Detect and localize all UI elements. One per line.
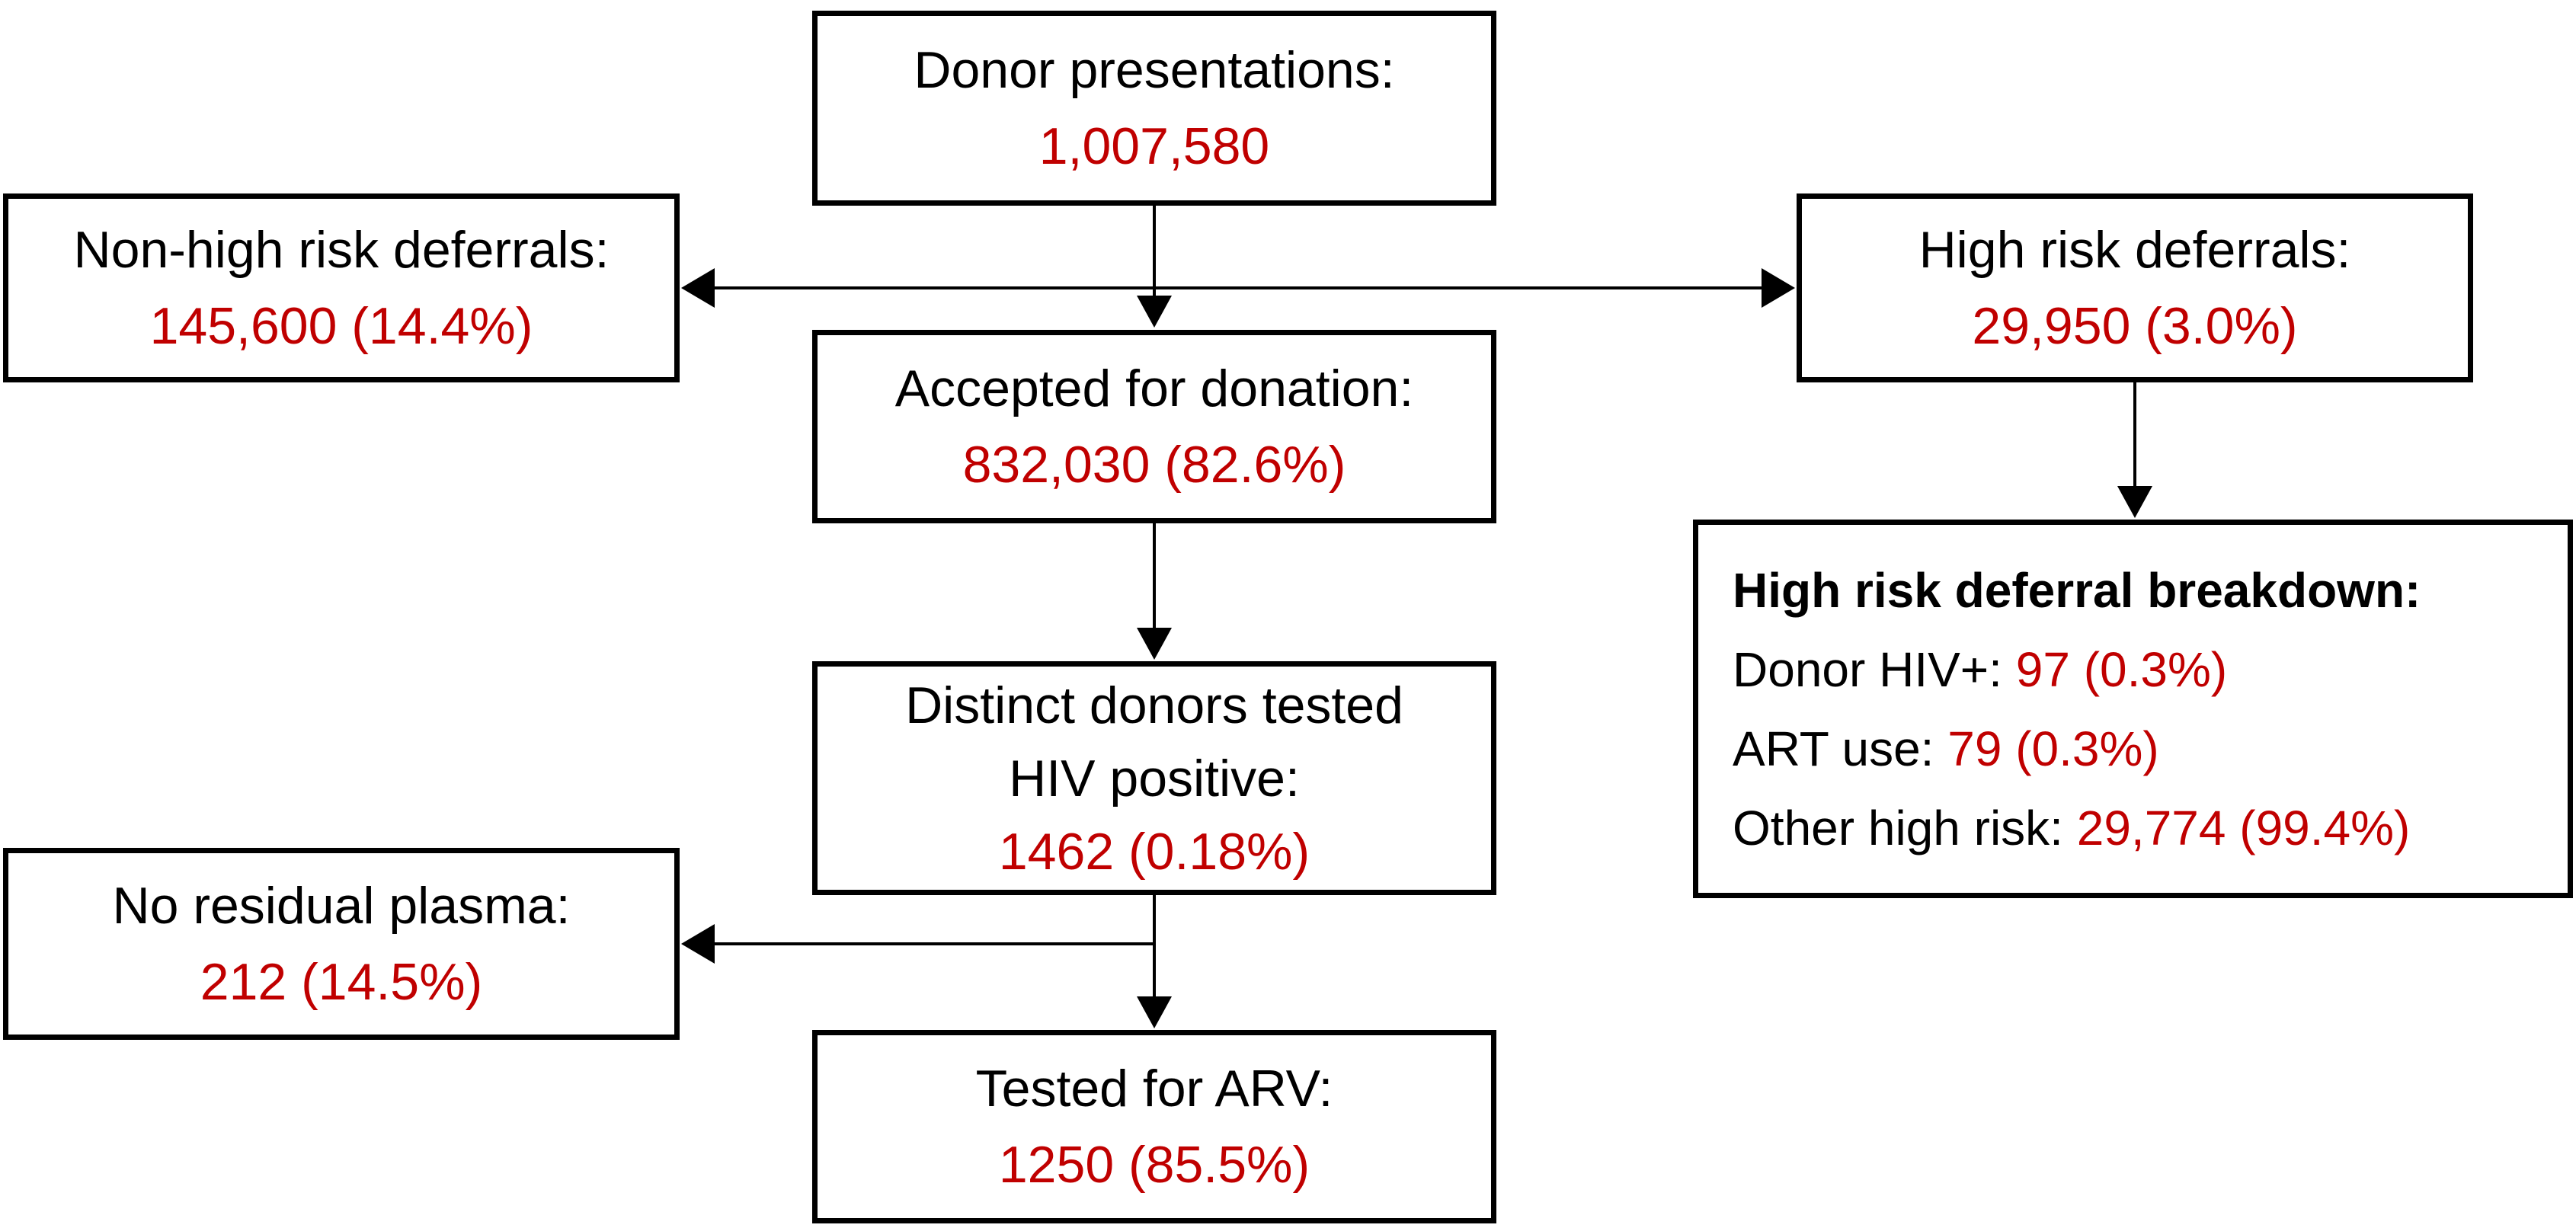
no-plasma-value: 212 (14.5%) [200, 953, 483, 1011]
arrow-branch-to-no-plasma [681, 924, 1156, 964]
box-non-high-risk-deferrals: Non-high risk deferrals: 145,600 (14.4%) [3, 193, 680, 382]
box-donor-presentations: Donor presentations: 1,007,580 [812, 11, 1496, 206]
breakdown-item-other-high-risk: Other high risk: 29,774 (99.4%) [1733, 788, 2410, 868]
box-distinct-donors-hiv-positive: Distinct donors tested HIV positive: 146… [812, 661, 1496, 895]
arrow-accepted-to-distinct [1137, 523, 1172, 660]
non-high-risk-label: Non-high risk deferrals: [73, 221, 610, 279]
non-high-risk-value: 145,600 (14.4%) [149, 297, 533, 355]
breakdown-item-value: 97 (0.3%) [2015, 641, 2228, 697]
accepted-label: Accepted for donation: [894, 360, 1414, 417]
breakdown-item-label: Donor HIV+: [1733, 641, 2016, 697]
box-high-risk-deferrals: High risk deferrals: 29,950 (3.0%) [1797, 193, 2473, 382]
accepted-value: 832,030 (82.6%) [962, 436, 1346, 494]
tested-arv-value: 1250 (85.5%) [998, 1136, 1310, 1194]
no-plasma-label: No residual plasma: [112, 877, 571, 935]
breakdown-item-value: 29,774 (99.4%) [2076, 800, 2411, 855]
donor-presentations-value: 1,007,580 [1038, 117, 1270, 175]
distinct-donors-label-line2: HIV positive: [1009, 749, 1300, 807]
box-no-residual-plasma: No residual plasma: 212 (14.5%) [3, 848, 680, 1040]
arrow-highrisk-to-breakdown [2117, 382, 2152, 518]
breakdown-item-label: ART use: [1733, 721, 1948, 776]
breakdown-title: High risk deferral breakdown: [1733, 562, 2421, 618]
high-risk-value: 29,950 (3.0%) [1972, 297, 2298, 355]
donor-presentations-label: Donor presentations: [914, 41, 1395, 99]
breakdown-item-value: 79 (0.3%) [1947, 721, 2159, 776]
arrow-distinct-to-arv [1137, 895, 1172, 1028]
breakdown-item-art-use: ART use: 79 (0.3%) [1733, 709, 2159, 788]
distinct-donors-label-line1: Distinct donors tested [905, 676, 1403, 734]
arrow-presentations-to-accepted [1137, 206, 1172, 328]
breakdown-item-label: Other high risk: [1733, 800, 2077, 855]
box-accepted-for-donation: Accepted for donation: 832,030 (82.6%) [812, 330, 1496, 523]
distinct-donors-value: 1462 (0.18%) [998, 822, 1310, 881]
high-risk-label: High risk deferrals: [1918, 221, 2351, 279]
box-tested-for-arv: Tested for ARV: 1250 (85.5%) [812, 1030, 1496, 1223]
breakdown-item-donor-hiv: Donor HIV+: 97 (0.3%) [1733, 630, 2227, 709]
arrow-deferrals-horizontal [681, 268, 1795, 308]
tested-arv-label: Tested for ARV: [975, 1060, 1333, 1118]
box-high-risk-breakdown: High risk deferral breakdown: Donor HIV+… [1693, 520, 2573, 898]
